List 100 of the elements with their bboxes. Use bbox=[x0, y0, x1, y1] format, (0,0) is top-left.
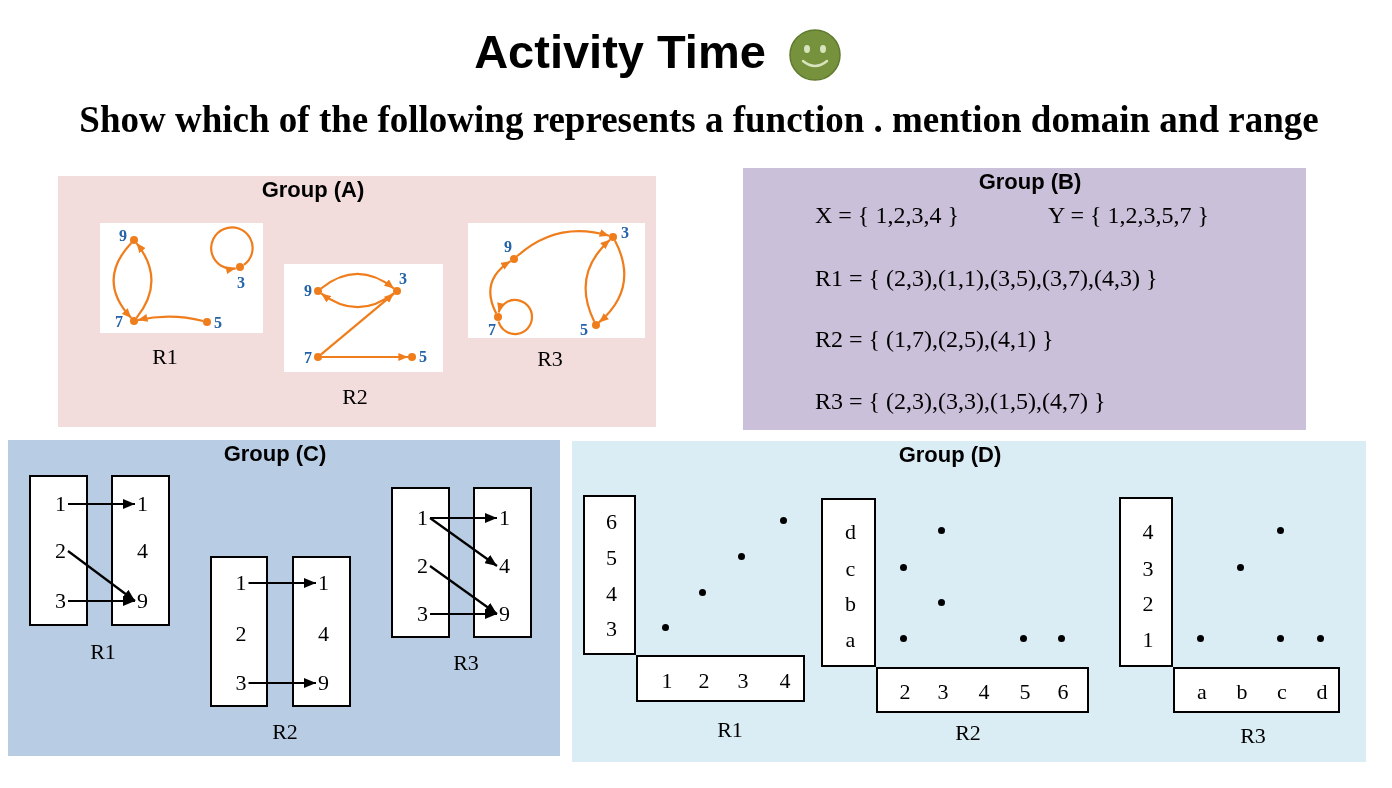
arrow bbox=[429, 565, 498, 615]
set-element: 2 bbox=[234, 621, 248, 647]
axis-value: 3 bbox=[606, 616, 617, 642]
set-box bbox=[111, 475, 170, 626]
graph-panel bbox=[100, 223, 263, 333]
vertex-label: 3 bbox=[621, 224, 629, 242]
point-icon bbox=[779, 516, 787, 524]
axis-box bbox=[636, 655, 805, 702]
set-element: 2 bbox=[416, 553, 429, 579]
point-icon bbox=[937, 526, 945, 534]
vertex-label: 9 bbox=[504, 238, 512, 256]
arrow bbox=[137, 314, 204, 323]
axis-value: c bbox=[1277, 679, 1287, 705]
vertex-label: 5 bbox=[214, 314, 222, 332]
set-notation: R1 = { (2,3),(1,1),(3,5),(3,7),(4,3) } bbox=[815, 264, 1158, 292]
axis-value: b bbox=[845, 591, 856, 617]
arrow bbox=[322, 353, 408, 361]
relation-label: R3 bbox=[537, 346, 563, 372]
set-box bbox=[391, 487, 450, 638]
point-icon bbox=[899, 563, 907, 571]
axis-value: 3 bbox=[937, 679, 949, 705]
set-element: 1 bbox=[54, 491, 67, 517]
vertex-icon bbox=[236, 263, 244, 271]
axis-value: a bbox=[1197, 679, 1207, 705]
axis-value: 2 bbox=[1142, 591, 1154, 617]
set-notation: R3 = { (2,3),(3,3),(1,5),(4,7) } bbox=[815, 387, 1106, 415]
axis-value: 1 bbox=[1142, 627, 1154, 653]
vertex-icon bbox=[592, 321, 600, 329]
set-element: 3 bbox=[54, 588, 67, 614]
arrow bbox=[320, 292, 395, 356]
axis-box bbox=[1119, 497, 1173, 667]
relation-label: R3 bbox=[1240, 723, 1266, 749]
point-icon bbox=[737, 552, 745, 560]
set-element: 4 bbox=[498, 553, 511, 579]
arrow bbox=[429, 517, 498, 567]
set-element: 1 bbox=[136, 491, 149, 517]
vertex-label: 3 bbox=[237, 274, 245, 292]
group-heading: Group (A) bbox=[261, 177, 365, 203]
set-element: 3 bbox=[416, 601, 429, 627]
axis-box bbox=[821, 498, 876, 667]
set-box bbox=[210, 556, 268, 707]
arrow bbox=[320, 272, 395, 290]
arrow bbox=[516, 229, 610, 258]
point-icon bbox=[1236, 563, 1244, 571]
point-icon bbox=[937, 598, 945, 606]
set-element: 9 bbox=[317, 670, 330, 696]
graph-panel bbox=[284, 264, 443, 372]
axis-box bbox=[583, 495, 636, 655]
vertex-label: 7 bbox=[115, 313, 123, 331]
arrow bbox=[210, 226, 254, 274]
axis-value: a bbox=[845, 627, 856, 653]
vertex-label: 9 bbox=[119, 227, 127, 245]
point-icon bbox=[1196, 634, 1204, 642]
axis-value: 4 bbox=[1142, 519, 1154, 545]
vertex-icon bbox=[408, 353, 416, 361]
axis-value: 5 bbox=[1019, 679, 1031, 705]
vertex-label: 7 bbox=[304, 349, 312, 367]
axis-value: 3 bbox=[737, 668, 749, 693]
set-box bbox=[292, 556, 351, 707]
group-panel bbox=[58, 176, 656, 427]
arrow bbox=[112, 242, 133, 319]
point-icon bbox=[661, 623, 669, 631]
vertex-icon bbox=[609, 233, 617, 241]
set-element: 1 bbox=[317, 570, 330, 596]
arrow bbox=[598, 240, 626, 324]
relation-label: R1 bbox=[717, 717, 743, 743]
relation-label: R1 bbox=[90, 639, 116, 665]
vertex-icon bbox=[130, 317, 138, 325]
set-element: 9 bbox=[498, 601, 511, 627]
graph-panel bbox=[468, 223, 645, 338]
point-icon bbox=[1276, 526, 1284, 534]
set-element: 3 bbox=[234, 670, 248, 696]
axis-value: b bbox=[1236, 679, 1248, 705]
axis-value: d bbox=[845, 519, 856, 545]
axis-value: 6 bbox=[1057, 679, 1069, 705]
axis-value: 4 bbox=[779, 668, 791, 693]
set-notation: X = { 1,2,3,4 } bbox=[815, 201, 959, 229]
vertex-label: 9 bbox=[304, 282, 312, 300]
axis-value: 2 bbox=[698, 668, 710, 693]
group-panel bbox=[572, 441, 1366, 762]
set-element: 9 bbox=[136, 588, 149, 614]
group-panel bbox=[743, 168, 1306, 430]
arrow bbox=[584, 238, 611, 322]
arrow bbox=[68, 499, 135, 509]
title: Activity Time bbox=[474, 26, 766, 78]
relation-label: R2 bbox=[955, 720, 981, 746]
point-icon bbox=[1276, 634, 1284, 642]
axis-value: d bbox=[1316, 679, 1328, 705]
axis-value: 3 bbox=[1142, 556, 1154, 582]
relation-label: R1 bbox=[152, 344, 178, 370]
arrow bbox=[489, 260, 512, 314]
set-box bbox=[29, 475, 88, 626]
vertex-icon bbox=[314, 287, 322, 295]
vertex-label: 5 bbox=[580, 321, 588, 339]
vertex-label: 7 bbox=[488, 321, 496, 339]
point-icon bbox=[1057, 634, 1065, 642]
group-heading: Group (D) bbox=[898, 442, 1002, 468]
vertex-label: 3 bbox=[399, 270, 407, 288]
axis-value: 4 bbox=[978, 679, 990, 705]
relation-label: R2 bbox=[272, 719, 298, 745]
